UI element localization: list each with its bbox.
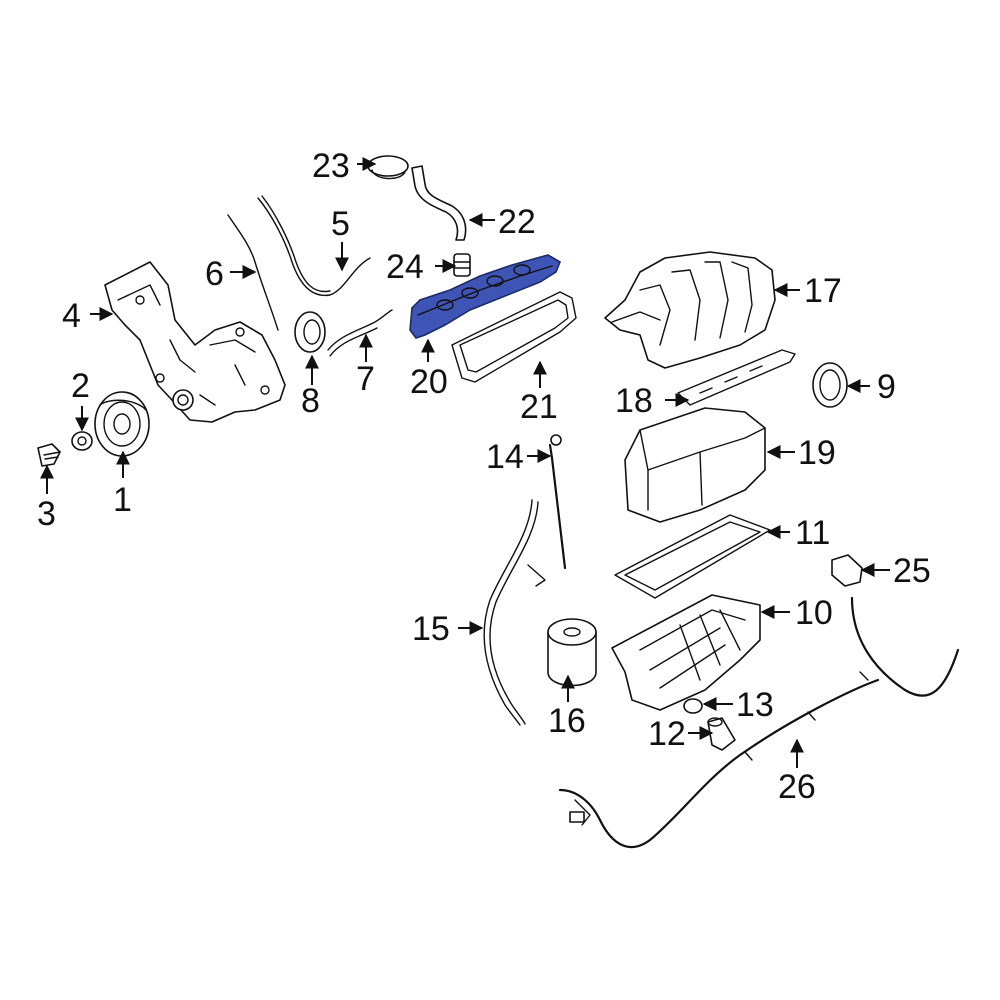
- label-2: 2: [71, 367, 90, 405]
- part-9-rear-seal[interactable]: [812, 362, 848, 408]
- label-14: 14: [486, 438, 524, 476]
- label-11: 11: [795, 514, 830, 552]
- label-16: 16: [548, 702, 586, 740]
- part-25-connector[interactable]: [831, 554, 863, 587]
- part-10-lower-oil-pan[interactable]: [611, 594, 761, 711]
- label-26: 26: [778, 768, 816, 806]
- label-10: 10: [795, 594, 833, 632]
- part-26-wiring-harness[interactable]: [558, 596, 960, 849]
- part-21-valve-cover-gasket[interactable]: [451, 291, 577, 383]
- part-13-o-ring[interactable]: [683, 698, 703, 714]
- part-23-oil-filler-cap[interactable]: [367, 155, 409, 180]
- part-15-dipstick-tube[interactable]: [483, 499, 546, 726]
- label-17: 17: [804, 272, 842, 310]
- label-8: 8: [301, 382, 320, 420]
- part-6-gasket[interactable]: [227, 214, 279, 331]
- label-1: 1: [113, 481, 132, 519]
- label-23: 23: [312, 147, 350, 185]
- part-8-front-seal[interactable]: [294, 311, 326, 353]
- label-15: 15: [412, 610, 450, 648]
- label-13: 13: [736, 686, 774, 724]
- part-22-pcv-hose[interactable]: [411, 165, 467, 241]
- part-19-upper-oil-pan[interactable]: [624, 407, 766, 523]
- part-1-crankshaft-pulley[interactable]: [94, 391, 150, 457]
- label-4: 4: [62, 297, 81, 335]
- part-12-drain-plug[interactable]: [707, 717, 736, 751]
- label-9: 9: [877, 368, 896, 406]
- part-20-valve-cover[interactable]: [409, 254, 561, 339]
- label-18: 18: [615, 382, 653, 420]
- part-3-bolt[interactable]: [37, 443, 61, 467]
- label-12: 12: [648, 715, 686, 753]
- label-7: 7: [356, 360, 375, 398]
- label-19: 19: [798, 434, 836, 472]
- label-22: 22: [498, 203, 536, 241]
- leader-arrows: [40, 157, 890, 768]
- label-6: 6: [205, 255, 224, 293]
- label-5: 5: [331, 205, 350, 243]
- label-20: 20: [410, 363, 448, 401]
- part-4-timing-cover[interactable]: [104, 261, 286, 423]
- label-21: 21: [520, 388, 558, 426]
- part-14-oil-dipstick[interactable]: [548, 434, 567, 570]
- part-2-washer[interactable]: [71, 431, 93, 451]
- part-17-intake-manifold[interactable]: [604, 251, 776, 369]
- label-25: 25: [893, 552, 931, 590]
- part-16-oil-filter[interactable]: [547, 618, 597, 687]
- part-5-gasket[interactable]: [257, 197, 371, 297]
- label-24: 24: [386, 248, 424, 286]
- part-labels: 23 22 24 5 6 4 8 7 20 21 17 18 9 19 11 1…: [37, 147, 931, 806]
- label-3: 3: [37, 495, 56, 533]
- part-7-gasket[interactable]: [327, 309, 393, 351]
- part-24-pcv-valve[interactable]: [453, 253, 471, 277]
